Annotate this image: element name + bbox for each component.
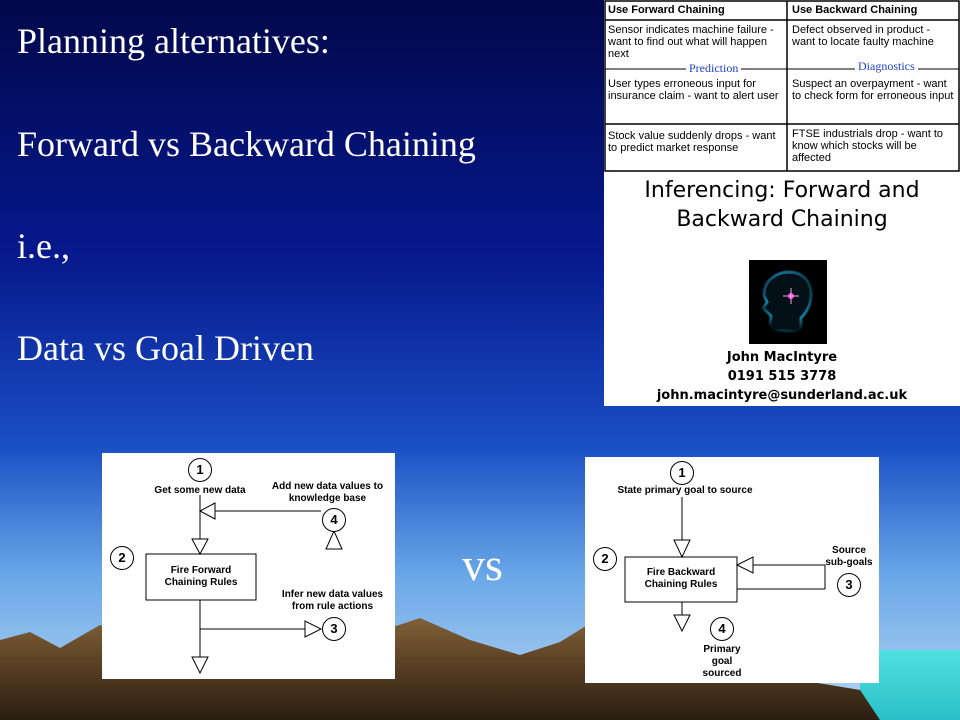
backward-source-line-1: Source [832,545,866,556]
forward-diagram-lines [145,495,343,675]
table-cell-backward-2: Suspect an overpayment - want to check f… [792,78,954,102]
table-cell-backward-3: FTSE industrials drop - want to know whi… [792,128,944,164]
backward-fire-line-1: Fire Backward [646,567,716,578]
comparison-table-panel: Use Forward Chaining Use Backward Chaini… [604,0,960,406]
slide-line-data-vs-goal: Data vs Goal Driven [17,328,314,368]
slide-line-forward-vs-backward: Forward vs Backward Chaining [17,124,476,164]
book-title-line-2: Backward Chaining [676,207,888,232]
book-email: john.macintyre@sunderland.ac.uk [656,388,908,403]
backward-diagram-lines [624,497,826,633]
forward-step-4: 4 [322,508,346,532]
table-cell-forward-1: Sensor indicates machine failure - want … [608,24,774,60]
forward-infer-line-1: Infer new data values [281,589,384,600]
backward-step-4: 4 [710,617,734,641]
backward-step-1: 1 [670,461,694,485]
table-header-backward: Use Backward Chaining [792,4,918,16]
backward-primary-line-3: sourced [702,668,742,679]
backward-source-line-2: sub-goals [825,557,873,568]
backward-fire-line-2: Chaining Rules [644,579,718,590]
book-title: Inferencing: Forward and Backward Chaini… [604,176,960,234]
forward-fire-line-1: Fire Forward [170,565,232,576]
table-grid [604,0,960,172]
backward-step-3: 3 [837,573,861,597]
backward-state-goal-label: State primary goal to source [617,485,753,496]
slide-title: Planning alternatives: [17,21,330,61]
forward-chaining-diagram: 1 Get some new data Add new data values … [102,453,395,679]
book-phone: 0191 515 3778 [727,369,837,384]
forward-add-data-line-2: knowledge base [288,493,367,504]
vs-label: vs [462,539,503,590]
forward-get-data-label: Get some new data [154,485,246,496]
backward-chaining-diagram: 1 State primary goal to source 2 Fire Ba… [585,457,879,683]
book-title-line-1: Inferencing: Forward and [644,178,920,203]
backward-primary-goal-label: Primary goal sourced [695,644,749,680]
backward-primary-line-1: Primary [703,644,741,655]
label-diagnostics: Diagnostics [855,59,918,74]
forward-add-data-line-1: Add new data values to [271,481,384,492]
head-profile-icon [749,260,827,344]
forward-step-2: 2 [110,546,134,570]
slide-line-ie: i.e., [17,226,70,266]
table-cell-forward-2: User types erroneous input for insurance… [608,78,779,102]
forward-step-3: 3 [322,617,346,641]
backward-fire-rules-label: Fire Backward Chaining Rules [625,567,737,591]
backward-primary-line-2: goal [711,656,733,667]
table-cell-forward-3: Stock value suddenly drops - want to pre… [608,130,776,154]
forward-add-data-label: Add new data values to knowledge base [260,481,395,505]
book-author: John MacIntyre [726,350,838,365]
forward-fire-rules-label: Fire Forward Chaining Rules [146,565,256,589]
table-cell-backward-1: Defect observed in product - want to loc… [792,24,934,48]
forward-step-1: 1 [188,458,212,482]
forward-infer-label: Infer new data values from rule actions [270,589,395,613]
forward-infer-line-2: from rule actions [291,601,374,612]
backward-source-subgoals-label: Source sub-goals [821,545,877,569]
label-prediction: Prediction [686,61,742,76]
forward-fire-line-2: Chaining Rules [164,577,238,588]
backward-step-2: 2 [593,547,617,571]
table-header-forward: Use Forward Chaining [608,4,725,16]
